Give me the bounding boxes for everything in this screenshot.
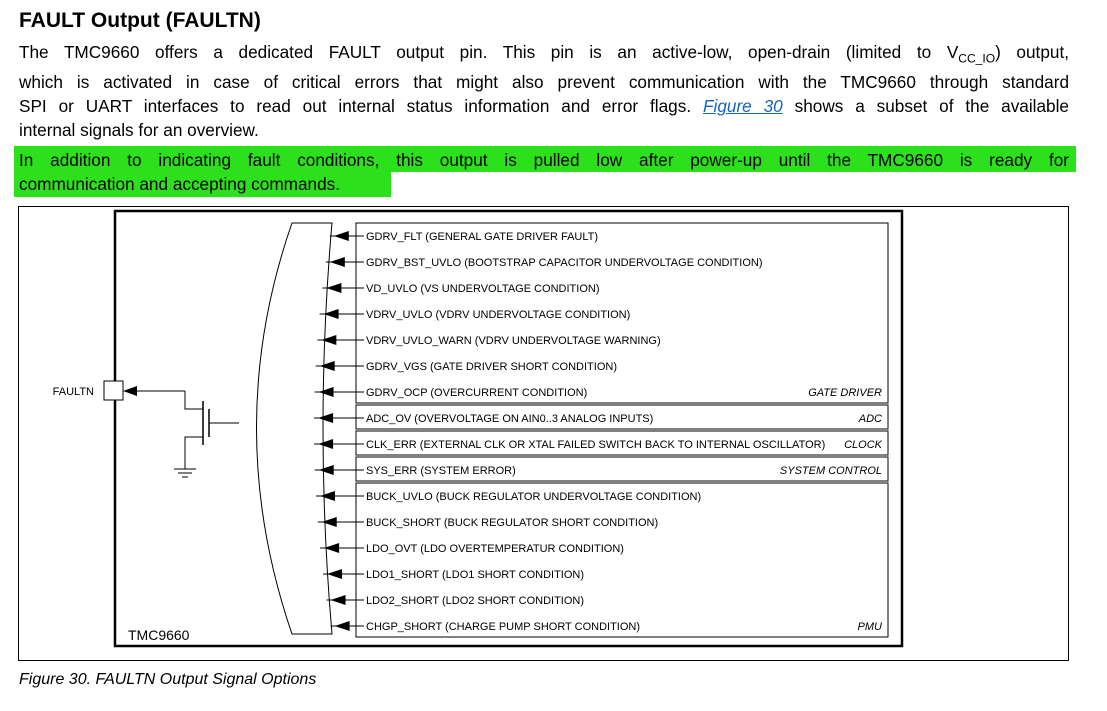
signal-label: CHGP_SHORT (CHARGE PUMP SHORT CONDITION) bbox=[366, 621, 640, 633]
signal-label: VD_UVLO (VS UNDERVOLTAGE CONDITION) bbox=[366, 283, 599, 295]
paragraph-line: In addition to indicating fault conditio… bbox=[19, 150, 1069, 170]
highlight-band bbox=[14, 172, 391, 197]
figure-caption: Figure 30. FAULTN Output Signal Options bbox=[19, 671, 317, 688]
signal-arrow bbox=[333, 231, 349, 241]
faultn-pin bbox=[103, 380, 124, 401]
signal-arrow bbox=[324, 543, 340, 553]
signal-arrow bbox=[318, 439, 334, 449]
signal-label: GDRV_VGS (GATE DRIVER SHORT CONDITION) bbox=[366, 361, 617, 373]
signal-group-box bbox=[355, 430, 889, 456]
paragraph-line: The TMC9660 offers a dedicated FAULT out… bbox=[19, 40, 1069, 70]
signal-group-box bbox=[355, 222, 889, 404]
paragraph-line: communication and accepting commands. bbox=[19, 174, 340, 194]
signal-label: GDRV_OCP (OVERCURRENT CONDITION) bbox=[366, 387, 587, 399]
paragraph-text: SPI or UART interfaces to read out inter… bbox=[19, 96, 692, 117]
signal-label: CLK_ERR (EXTERNAL CLK OR XTAL FAILED SWI… bbox=[366, 439, 825, 451]
paragraph-text: shows a subset of the available bbox=[794, 96, 1069, 117]
output-arrow bbox=[123, 386, 137, 396]
signal-label: LDO2_SHORT (LDO2 SHORT CONDITION) bbox=[366, 595, 584, 607]
signal-label: SYS_ERR (SYSTEM ERROR) bbox=[366, 465, 516, 477]
signal-arrow bbox=[321, 517, 337, 527]
subscript-text: CC_IO bbox=[958, 51, 996, 66]
intro-paragraph: The TMC9660 offers a dedicated FAULT out… bbox=[19, 40, 1069, 142]
signal-label: BUCK_UVLO (BUCK REGULATOR UNDERVOLTAGE C… bbox=[366, 491, 701, 503]
group-label: PMU bbox=[858, 621, 883, 633]
highlight-band bbox=[14, 146, 1076, 172]
drain-wire bbox=[184, 391, 203, 410]
paragraph-line: which is activated in case of critical e… bbox=[19, 72, 1069, 93]
signal-label: VDRV_UVLO_WARN (VDRV UNDERVOLTAGE WARNIN… bbox=[366, 335, 661, 347]
signal-group-box bbox=[355, 456, 889, 482]
figure-30-link[interactable]: Figure 30 bbox=[703, 96, 783, 117]
source-wire bbox=[184, 436, 203, 462]
signal-group-box bbox=[355, 404, 889, 430]
signal-arrow bbox=[334, 621, 350, 631]
signal-arrow bbox=[318, 413, 334, 423]
group-label: SYSTEM CONTROL bbox=[780, 465, 882, 477]
paragraph-text: ) output, bbox=[995, 42, 1069, 62]
signal-label: VDRV_UVLO (VDRV UNDERVOLTAGE CONDITION) bbox=[366, 309, 630, 321]
chip-label: TMC9660 bbox=[128, 627, 190, 643]
signal-label: LDO1_SHORT (LDO1 SHORT CONDITION) bbox=[366, 569, 584, 581]
paragraph-text: The TMC9660 offers a dedicated FAULT out… bbox=[19, 42, 959, 62]
paragraph-line: SPI or UART interfaces to read out inter… bbox=[19, 94, 1069, 118]
paragraph-line: internal signals for an overview. bbox=[19, 120, 259, 141]
section-heading: FAULT Output (FAULTN) bbox=[19, 9, 261, 32]
group-label: GATE DRIVER bbox=[808, 387, 882, 399]
signal-label: GDRV_FLT (GENERAL GATE DRIVER FAULT) bbox=[366, 231, 598, 243]
signal-arrow bbox=[319, 491, 335, 501]
signal-arrow bbox=[323, 309, 339, 319]
note-paragraph: In addition to indicating fault conditio… bbox=[19, 148, 1069, 196]
signal-arrow bbox=[321, 335, 337, 345]
or-gate bbox=[256, 222, 333, 635]
signal-label: GDRV_BST_UVLO (BOOTSTRAP CAPACITOR UNDER… bbox=[366, 257, 762, 269]
signal-arrow bbox=[330, 595, 346, 605]
signal-label: ADC_OV (OVERVOLTAGE ON AIN0..3 ANALOG IN… bbox=[366, 413, 653, 425]
signal-label: LDO_OVT (LDO OVERTEMPERATUR CONDITION) bbox=[366, 543, 624, 555]
pin-label: FAULTN bbox=[53, 386, 94, 398]
signal-arrow bbox=[318, 387, 334, 397]
faultn-diagram: TMC9660 FAULTN GDRV_FLT (GENERAL GATE DR… bbox=[53, 209, 904, 648]
signal-label: BUCK_SHORT (BUCK REGULATOR SHORT CONDITI… bbox=[366, 517, 658, 529]
signal-arrow bbox=[327, 569, 343, 579]
signal-arrow bbox=[318, 465, 334, 475]
signal-arrow bbox=[326, 283, 342, 293]
chip-outline bbox=[113, 209, 904, 648]
figure-frame: TMC9660 FAULTN GDRV_FLT (GENERAL GATE DR… bbox=[18, 206, 1069, 661]
group-label: ADC bbox=[858, 413, 882, 425]
signal-arrow bbox=[329, 257, 345, 267]
signal-arrow bbox=[319, 361, 335, 371]
group-label: CLOCK bbox=[844, 439, 883, 451]
signal-group-box bbox=[355, 482, 889, 638]
